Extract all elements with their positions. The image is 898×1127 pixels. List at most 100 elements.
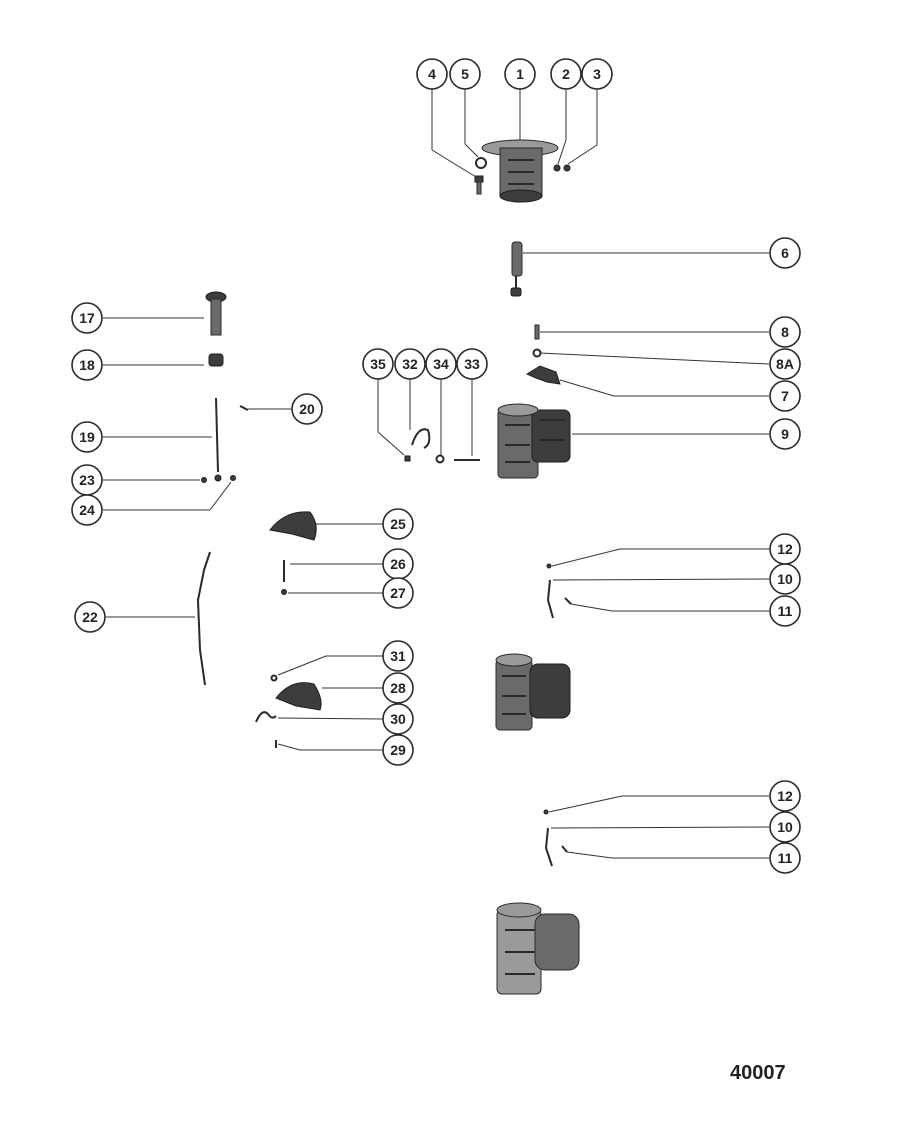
part-spring <box>411 428 431 449</box>
callout-26-label: 26 <box>390 556 406 572</box>
part-nut <box>553 164 561 172</box>
callout-22-label: 22 <box>82 609 98 625</box>
callout-17: 17 <box>71 302 103 334</box>
part-bracket <box>525 365 561 385</box>
callout-33: 33 <box>456 348 488 380</box>
callout-29: 29 <box>382 734 414 766</box>
part-screw <box>534 324 540 340</box>
part-grommet <box>208 353 224 367</box>
part-washer <box>435 454 445 464</box>
part-carburetor <box>495 653 571 731</box>
callout-35-label: 35 <box>370 356 386 372</box>
part-housing-top <box>481 139 559 203</box>
callout-11-lower: 11 <box>769 842 801 874</box>
callout-8a-label: 8A <box>776 356 794 372</box>
callout-27: 27 <box>382 577 414 609</box>
part-o-ring <box>475 157 487 169</box>
part-screw <box>546 563 552 569</box>
callout-24-label: 24 <box>79 502 95 518</box>
callout-8-label: 8 <box>781 324 789 340</box>
callout-18: 18 <box>71 349 103 381</box>
part-cam <box>275 682 322 711</box>
callout-26: 26 <box>382 548 414 580</box>
callout-9: 9 <box>769 418 801 450</box>
callout-10-upper-label: 10 <box>777 571 793 587</box>
callout-31-label: 31 <box>390 648 406 664</box>
callout-5: 5 <box>449 58 481 90</box>
callout-8: 8 <box>769 316 801 348</box>
callout-9-label: 9 <box>781 426 789 442</box>
callout-32: 32 <box>394 348 426 380</box>
callout-30: 30 <box>382 703 414 735</box>
callout-28: 28 <box>382 672 414 704</box>
part-screw <box>543 809 549 815</box>
callout-11-lower-label: 11 <box>778 850 793 866</box>
callout-32-label: 32 <box>402 356 418 372</box>
callout-12-lower: 12 <box>769 780 801 812</box>
part-nut <box>214 474 222 482</box>
part-carburetor <box>496 902 580 995</box>
part-washer <box>201 477 207 483</box>
callout-11-upper-label: 11 <box>778 603 793 619</box>
callout-5-label: 5 <box>461 66 469 82</box>
callout-4: 4 <box>416 58 448 90</box>
callout-2-label: 2 <box>562 66 570 82</box>
callout-11-upper: 11 <box>769 595 801 627</box>
callout-20: 20 <box>291 393 323 425</box>
callout-10-lower-label: 10 <box>777 819 793 835</box>
part-pin <box>404 455 411 462</box>
callout-34: 34 <box>425 348 457 380</box>
callout-19: 19 <box>71 421 103 453</box>
callout-17-label: 17 <box>79 310 95 326</box>
part-clip <box>230 475 236 481</box>
callout-3: 3 <box>581 58 613 90</box>
callout-24: 24 <box>71 494 103 526</box>
part-screw <box>561 845 568 853</box>
part-spring <box>255 711 277 723</box>
callout-19-label: 19 <box>79 429 95 445</box>
callout-12-upper-label: 12 <box>777 541 793 557</box>
callout-33-label: 33 <box>464 356 480 372</box>
part-knob <box>205 291 227 336</box>
part-tube <box>510 241 523 297</box>
callout-22: 22 <box>74 601 106 633</box>
callout-10-lower: 10 <box>769 811 801 843</box>
part-screw <box>564 597 572 605</box>
part-lever <box>546 579 554 619</box>
callout-4-label: 4 <box>428 66 436 82</box>
part-screw <box>474 175 484 195</box>
callout-29-label: 29 <box>390 742 406 758</box>
callout-30-label: 30 <box>390 711 406 727</box>
part-washer <box>270 674 278 682</box>
callout-35: 35 <box>362 348 394 380</box>
callout-1-label: 1 <box>516 66 524 82</box>
callout-7: 7 <box>769 380 801 412</box>
part-cam <box>269 511 317 541</box>
leader-lines <box>103 89 770 859</box>
callout-2: 2 <box>550 58 582 90</box>
callout-27-label: 27 <box>390 585 406 601</box>
callouts: 1 2 3 4 5 6 7 8 8A 9 10 11 12 10 11 12 1… <box>71 58 801 874</box>
part-link <box>215 397 219 473</box>
figure-number: 40007 <box>730 1062 786 1084</box>
parts-layer <box>196 139 580 995</box>
callout-3-label: 3 <box>593 66 601 82</box>
part-throttle-link <box>196 551 211 686</box>
part-washer <box>532 348 542 358</box>
callout-8a: 8A <box>769 348 801 380</box>
part-nut <box>563 164 571 172</box>
callout-7-label: 7 <box>781 388 789 404</box>
callout-12-upper: 12 <box>769 533 801 565</box>
callout-6-label: 6 <box>781 245 789 261</box>
callout-10-upper: 10 <box>769 563 801 595</box>
part-clip <box>239 405 249 411</box>
callout-20-label: 20 <box>299 401 315 417</box>
callout-12-lower-label: 12 <box>777 788 793 804</box>
callout-18-label: 18 <box>79 357 95 373</box>
callout-6: 6 <box>769 237 801 269</box>
callout-31: 31 <box>382 640 414 672</box>
callout-1: 1 <box>504 58 536 90</box>
callout-28-label: 28 <box>390 680 406 696</box>
callout-34-label: 34 <box>433 356 449 372</box>
